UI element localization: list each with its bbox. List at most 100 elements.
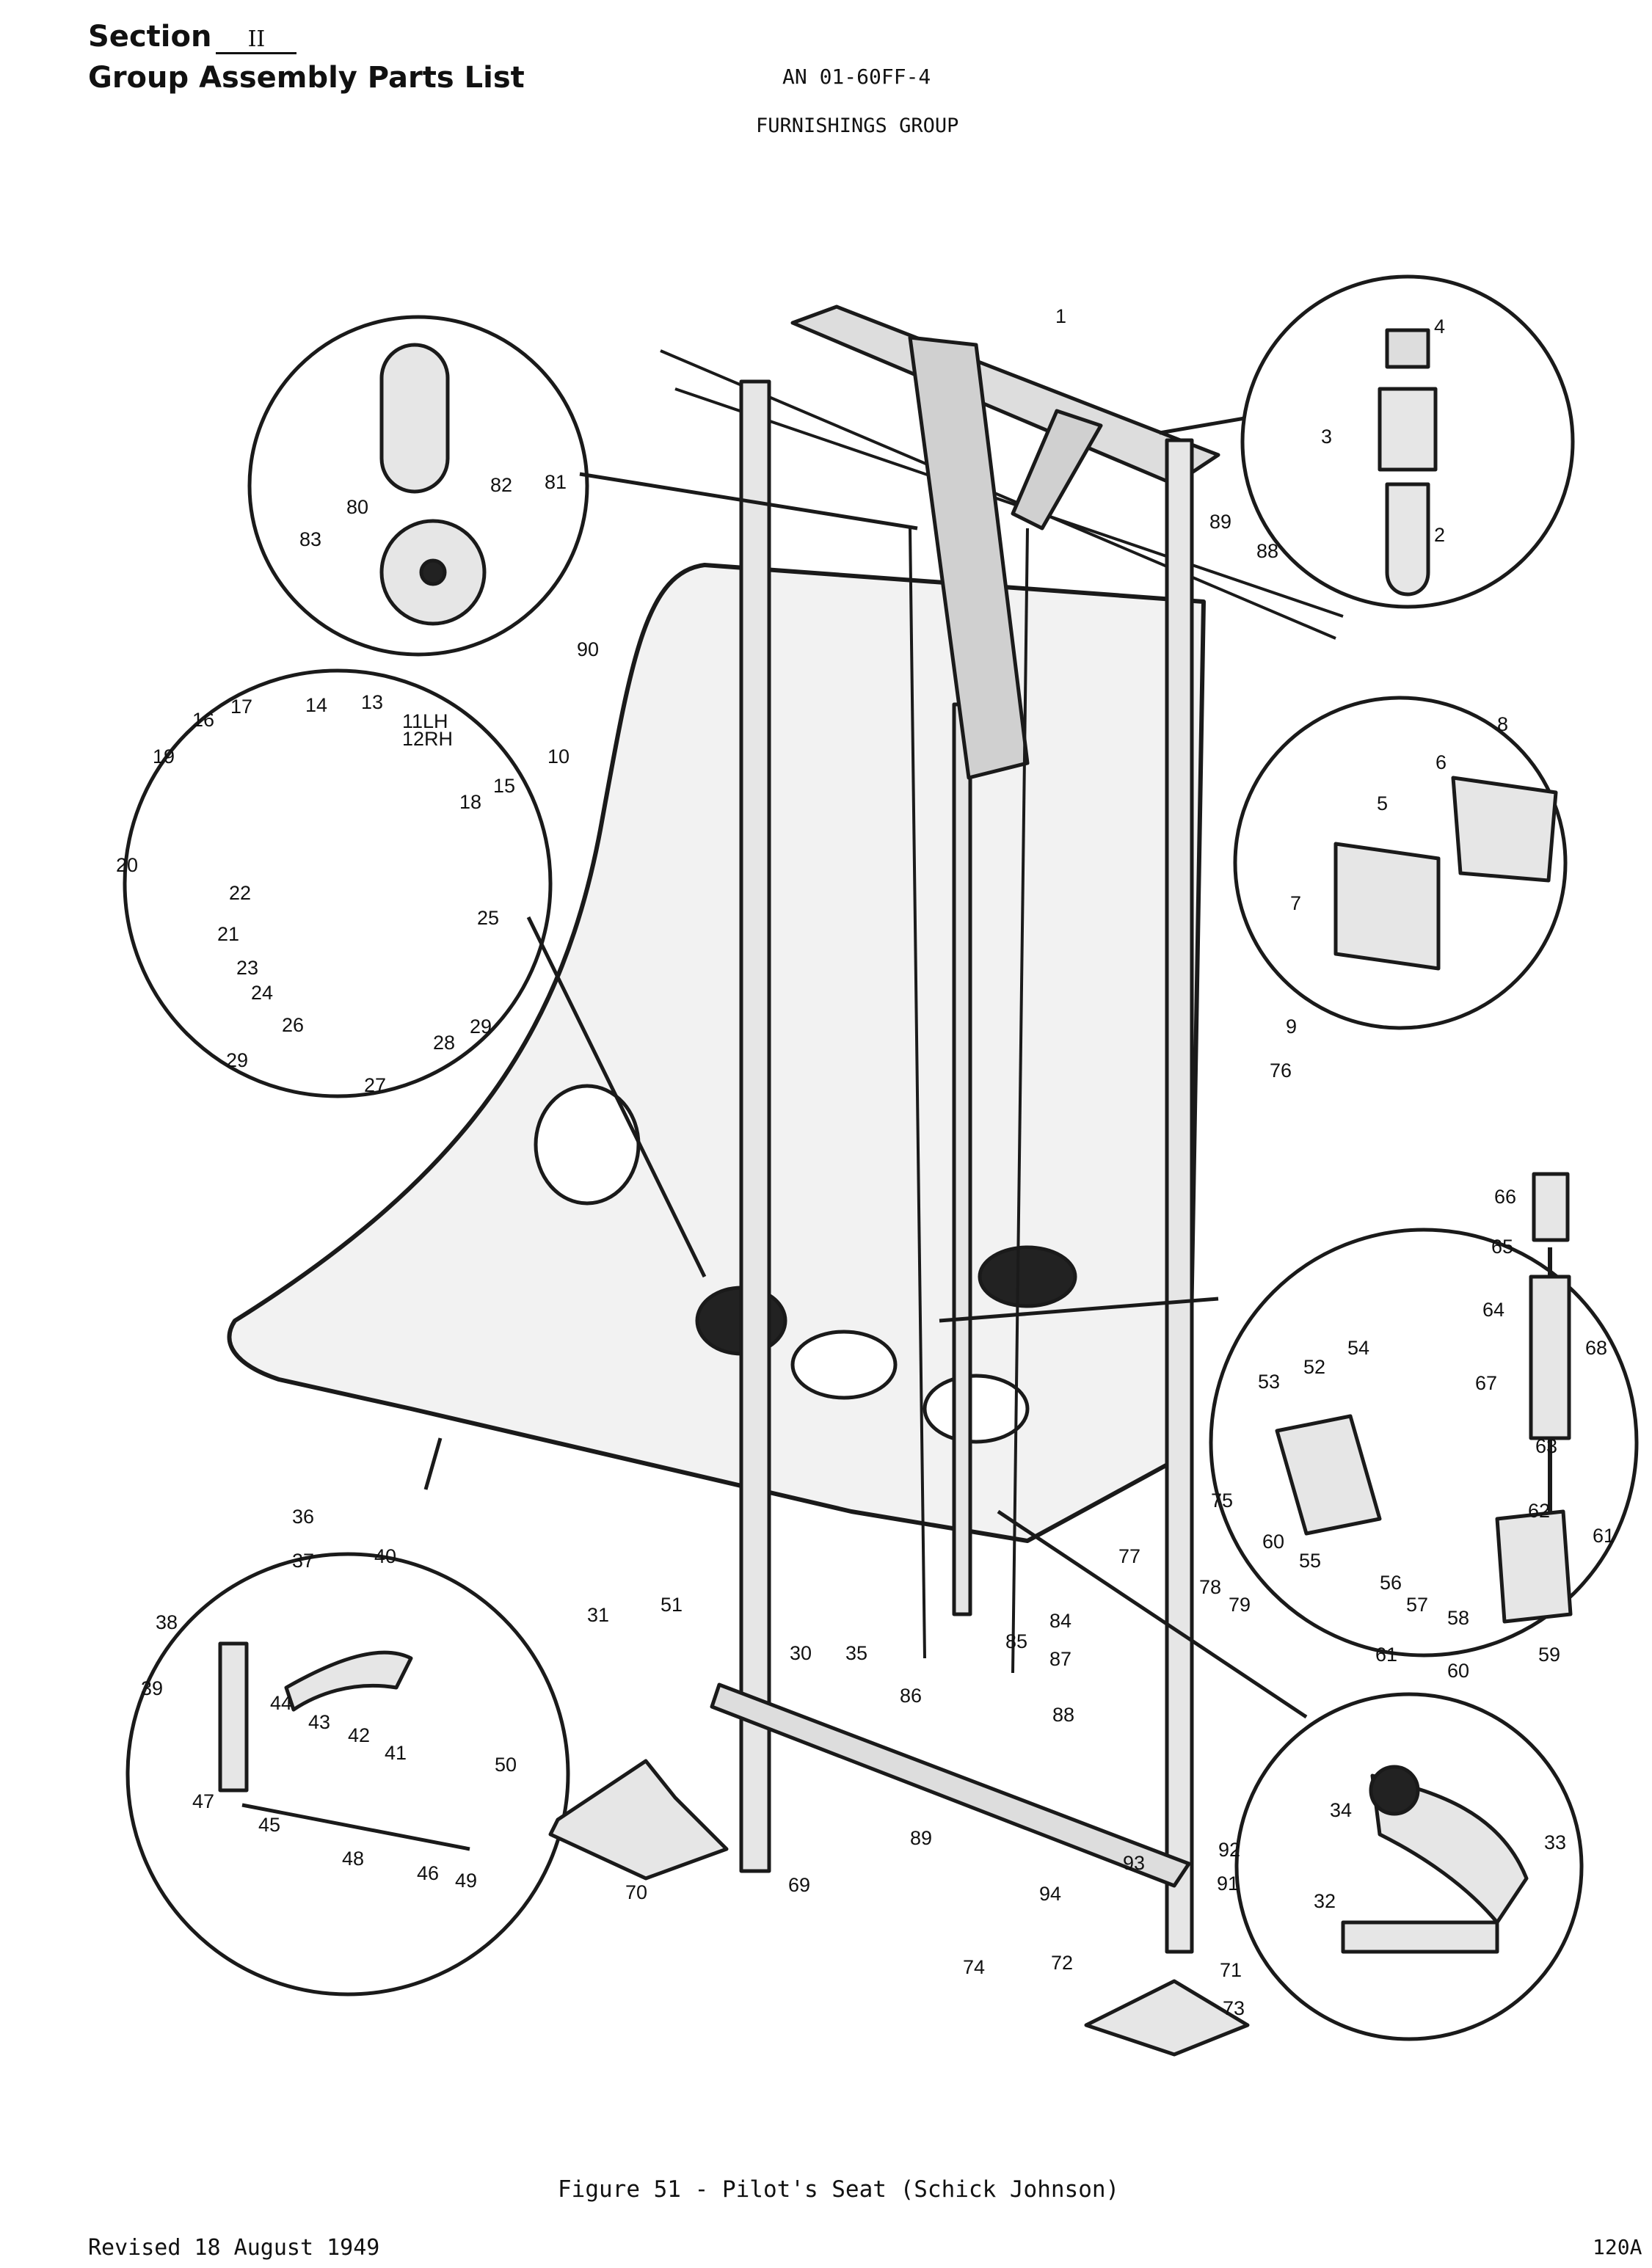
callout-32: 32 — [1314, 1890, 1336, 1912]
callout-68: 68 — [1585, 1337, 1607, 1359]
callout-16: 16 — [192, 709, 214, 731]
callout-61: 61 — [1375, 1644, 1397, 1666]
left-foot — [548, 1759, 729, 1881]
callout-88: 88 — [1052, 1704, 1074, 1726]
callout-76: 76 — [1270, 1060, 1292, 1082]
shoulder-strap — [908, 335, 1030, 780]
callout-60: 60 — [1447, 1660, 1469, 1682]
callout-81: 81 — [545, 471, 567, 493]
callout-42: 42 — [348, 1724, 370, 1746]
callout-15: 15 — [493, 775, 515, 797]
detail-circle-cap — [1240, 274, 1575, 609]
callout-27: 27 — [364, 1074, 386, 1096]
callout-41: 41 — [385, 1742, 407, 1764]
callout-44: 44 — [270, 1692, 292, 1714]
callout-47: 47 — [192, 1790, 214, 1812]
callout-33: 33 — [1544, 1831, 1566, 1853]
callout-26: 26 — [282, 1014, 304, 1036]
callout-4: 4 — [1434, 316, 1445, 338]
left-tube — [739, 379, 771, 1873]
callout-88: 88 — [1256, 540, 1278, 562]
detail-circle-pedal — [125, 1552, 570, 1997]
callout-38: 38 — [156, 1611, 178, 1633]
callout-66: 66 — [1494, 1186, 1516, 1208]
detail-circle-adjuster — [123, 668, 553, 1098]
callout-79: 79 — [1229, 1594, 1251, 1616]
callout-75: 75 — [1211, 1489, 1233, 1512]
detail-circle-pulley — [247, 315, 589, 657]
callout-56: 56 — [1380, 1572, 1402, 1594]
callout-58: 58 — [1447, 1607, 1469, 1629]
callout-49: 49 — [455, 1870, 477, 1892]
detail-circle-lever — [1234, 1692, 1584, 2041]
callout-2: 2 — [1434, 524, 1445, 546]
callout-21: 21 — [217, 923, 239, 945]
callout-62: 62 — [1528, 1500, 1550, 1522]
callout-57: 57 — [1406, 1594, 1428, 1616]
callout-9: 9 — [1286, 1016, 1297, 1038]
callout-20: 20 — [116, 854, 138, 876]
callout-6: 6 — [1436, 751, 1447, 773]
callout-29: 29 — [470, 1016, 492, 1038]
section-subtitle: Group Assembly Parts List — [88, 61, 525, 95]
callout-90: 90 — [577, 638, 599, 660]
detail-circle-bracket — [1233, 696, 1568, 1030]
callout-67: 67 — [1475, 1372, 1497, 1394]
callout-55: 55 — [1299, 1550, 1321, 1572]
callout-91: 91 — [1217, 1873, 1239, 1895]
callout-82: 82 — [490, 474, 512, 496]
callout-89: 89 — [910, 1827, 932, 1849]
callout-34: 34 — [1330, 1799, 1352, 1821]
callout-94: 94 — [1039, 1883, 1061, 1905]
callout-5: 5 — [1377, 792, 1388, 814]
callout-17: 17 — [230, 696, 252, 718]
callout-83: 83 — [299, 528, 321, 550]
callout-labels: 1234567891011LH12RH131415161718192021222… — [116, 305, 1615, 2019]
revision-date: Revised 18 August 1949 — [88, 2235, 380, 2261]
callout-1: 1 — [1055, 305, 1066, 327]
callout-48: 48 — [342, 1848, 364, 1870]
callout-54: 54 — [1347, 1337, 1369, 1359]
center-rod — [952, 702, 972, 1616]
detail-circle-lock — [1209, 1228, 1639, 1658]
callout-12RH: 12RH — [402, 728, 453, 750]
right-tube — [1165, 438, 1194, 1954]
callout-61: 61 — [1593, 1525, 1615, 1547]
callout-78: 78 — [1199, 1576, 1221, 1598]
callout-45: 45 — [258, 1814, 280, 1836]
callout-51: 51 — [661, 1594, 683, 1616]
callout-53: 53 — [1258, 1371, 1280, 1393]
callout-60: 60 — [1262, 1531, 1284, 1553]
callout-80: 80 — [346, 496, 368, 518]
callout-77: 77 — [1118, 1545, 1140, 1567]
callout-37: 37 — [292, 1550, 314, 1572]
callout-31: 31 — [587, 1604, 609, 1626]
page-number: 120A — [1593, 2235, 1642, 2259]
callout-30: 30 — [790, 1642, 812, 1664]
callout-89: 89 — [1209, 511, 1231, 533]
callout-84: 84 — [1049, 1610, 1071, 1632]
group-title: FURNISHINGS GROUP — [756, 114, 959, 137]
top-frame — [790, 305, 1220, 486]
callout-35: 35 — [845, 1642, 867, 1664]
callout-7: 7 — [1290, 892, 1301, 914]
callout-71: 71 — [1220, 1959, 1242, 1981]
callout-70: 70 — [625, 1881, 647, 1903]
callout-50: 50 — [495, 1754, 517, 1776]
callout-29: 29 — [226, 1049, 248, 1071]
callout-19: 19 — [153, 745, 175, 767]
callout-86: 86 — [900, 1685, 922, 1707]
callout-73: 73 — [1223, 1997, 1245, 2019]
callout-11LH: 11LH — [402, 710, 448, 732]
bottom-crossbar — [710, 1682, 1191, 1888]
callout-59: 59 — [1538, 1644, 1560, 1666]
callout-10: 10 — [547, 745, 570, 767]
callout-22: 22 — [229, 882, 251, 904]
callout-43: 43 — [308, 1711, 330, 1733]
callout-8: 8 — [1497, 713, 1508, 735]
callout-69: 69 — [788, 1874, 810, 1896]
callout-28: 28 — [433, 1032, 455, 1054]
